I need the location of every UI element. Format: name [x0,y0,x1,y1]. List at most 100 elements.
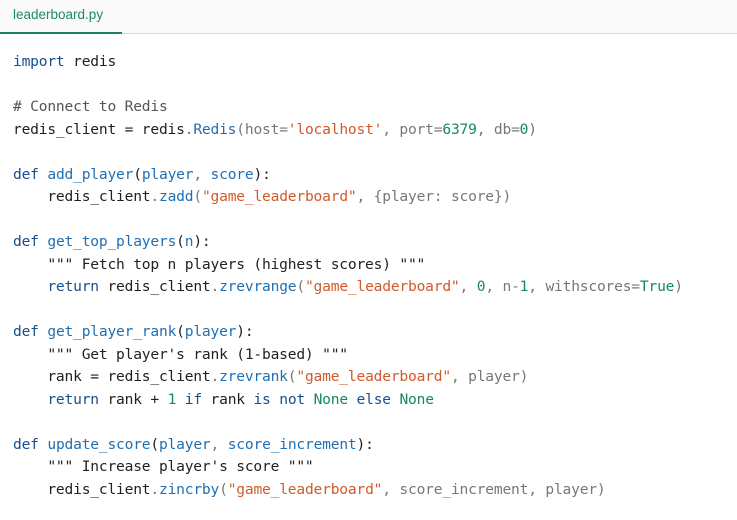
code-token-doc: """ Get player's rank (1-based) """ [13,345,348,363]
code-token-tx: rank [201,390,254,408]
editor-tab-bar: leaderboard.py [0,0,737,34]
code-token-p: ) [528,120,537,138]
code-line: def get_player_rank(player): [13,321,683,344]
code-token-tx: redis_client = redis [13,120,185,138]
code-token-p: ( [296,278,305,295]
code-token-tx: ): [236,323,254,340]
code-token-tx: ): [193,233,211,250]
code-token-p: , [459,278,477,295]
code-token-kw: import [13,53,65,70]
code-line: """ Get player's rank (1-based) """ [13,344,683,367]
code-line: return redis_client.zrevrange("game_lead… [13,276,683,299]
code-token-p: . [150,188,159,205]
code-token-tx: rank = redis_client [13,368,211,385]
code-token-p: . [210,368,220,385]
code-token-num: 0 [476,278,486,295]
code-token-tx: ): [253,165,271,183]
code-token-p: , player) [450,368,529,385]
code-token-num: 1 [167,390,177,408]
code-token-p: , db= [476,120,520,138]
code-token-p: . [210,278,220,295]
code-line [13,141,683,164]
code-token-num: 1 [519,278,529,295]
code-token-p: . [184,120,194,138]
code-token-fn: n [184,233,194,250]
code-token-kw: is not [253,390,305,408]
code-token-p: , [193,165,211,183]
code-token-str: "game_leaderboard" [296,368,451,385]
code-token-kw: def [13,323,48,340]
code-token-cm: # Connect to Redis [13,98,168,115]
code-token-p: , port= [382,120,443,138]
code-line [13,411,683,434]
code-line: def get_top_players(n): [13,231,683,254]
code-token-tx: redis_client [13,480,151,498]
code-token-p: . [150,480,159,498]
code-token-p: ( [287,368,297,385]
code-token-p: , [210,435,228,453]
code-token-lit: True [639,278,675,295]
code-token-tx: ): [356,435,374,453]
code-token-p: , score_increment, player) [382,480,606,498]
code-line: return rank + 1 if rank is not None else… [13,389,683,412]
code-token-fn: update_score [47,435,151,453]
code-line: """ Fetch top n players (highest scores)… [13,254,683,277]
code-token-lit: None [390,390,434,408]
code-token-kw: def [13,435,48,453]
code-token-fn: player [159,435,211,453]
code-token-fn: player [184,323,237,340]
code-token-fn: zrevrange [219,278,297,295]
code-token-str: "game_leaderboard" [227,480,383,498]
code-token-num: 0 [519,120,529,138]
code-token-tx: redis [64,53,117,70]
code-token-p: , withscores= [528,278,640,295]
code-token-p: , {player: score}) [356,188,512,205]
code-token-kw: if [176,390,202,408]
code-token-fn: zadd [158,188,194,205]
code-token-p: ) [674,278,683,295]
tab-leaderboard-py[interactable]: leaderboard.py [0,0,122,34]
code-token-p: , n- [485,278,520,295]
code-token-kw: def [13,165,48,183]
code-line: redis_client = redis.Redis(host='localho… [13,119,683,142]
code-token-fn: get_player_rank [47,323,177,340]
code-token-tx: redis_client [13,188,151,205]
code-line: redis_client.zincrby("game_leaderboard",… [13,479,683,502]
code-token-fn: zincrby [158,480,220,498]
code-line [13,74,683,97]
code-token-tx: redis_client [98,278,211,295]
code-token-fn: score_increment [227,435,357,453]
code-line [13,299,683,322]
code-line: # Connect to Redis [13,96,683,119]
code-line: def update_score(player, score_increment… [13,434,683,457]
code-token-num: 6379 [442,120,477,138]
code-token-tx: rank + [98,390,168,408]
code-line: """ Increase player's score """ [13,456,683,479]
code-token-kw: def [13,233,48,250]
code-token-fn: add_player [47,165,134,183]
code-token-str: 'localhost' [287,120,383,138]
code-line: import redis [13,51,683,74]
code-line: rank = redis_client.zrevrank("game_leade… [13,366,683,389]
code-line: redis_client.zadd("game_leaderboard", {p… [13,186,683,209]
code-token-doc: """ Fetch top n players (highest scores)… [13,255,426,273]
code-token-str: "game_leaderboard" [201,188,357,205]
code-token-p: (host= [236,120,288,138]
code-token-kw: return [13,390,99,408]
tab-filename-label: leaderboard.py [13,7,104,22]
code-token-tx: ( [176,233,185,250]
code-token-doc: """ Increase player's score """ [13,458,314,475]
code-token-str: "game_leaderboard" [304,278,460,295]
code-token-tx: ( [133,165,142,183]
code-token-tx: ( [150,435,159,453]
code-token-tx: ( [176,323,185,340]
code-token-fn: get_top_players [47,233,177,250]
code-line [13,209,683,232]
code-token-p: ( [219,480,228,498]
code-token-fn: player [141,165,194,183]
code-token-fn: score [210,165,254,183]
code-token-kw: return [13,278,99,295]
code-editor[interactable]: import redis # Connect to Redis redis_cli… [13,51,683,501]
code-token-fn: zrevrank [219,368,288,385]
code-token-lit: None [305,390,349,408]
